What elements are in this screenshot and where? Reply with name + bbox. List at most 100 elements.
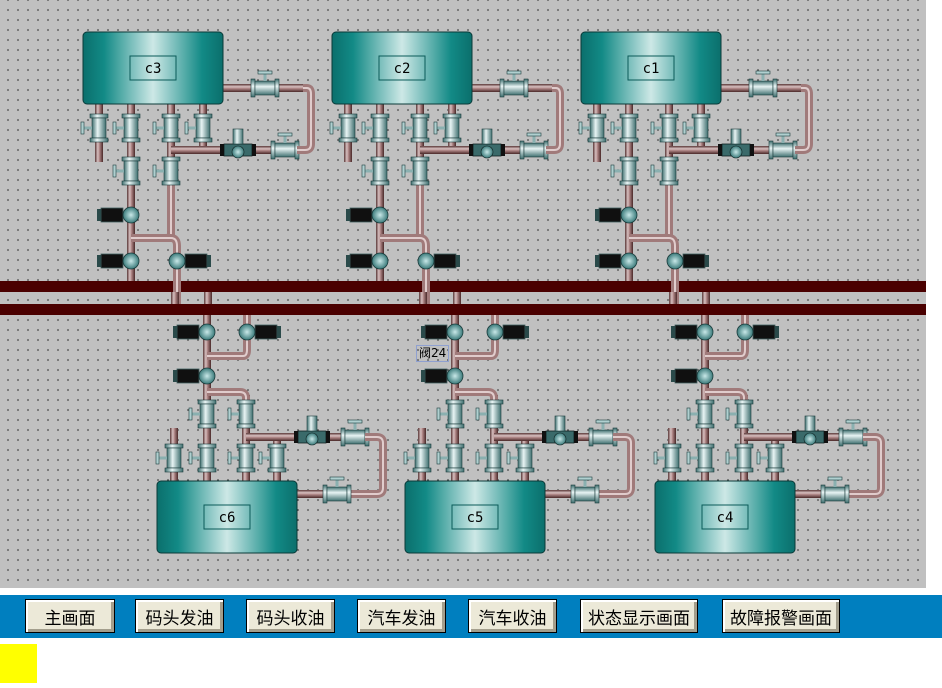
pipe-elbow-highlight	[297, 87, 312, 151]
hand-valve[interactable]	[499, 70, 529, 98]
tank-label: c1	[643, 61, 660, 77]
valve-stem	[407, 456, 415, 460]
hand-valve[interactable]	[361, 113, 390, 143]
hand-valve[interactable]	[686, 399, 715, 429]
hand-valve[interactable]	[725, 443, 754, 473]
hand-valve[interactable]	[361, 156, 390, 186]
pump[interactable]	[718, 128, 754, 159]
nav-button-fault-alarm[interactable]: 故障报警画面	[722, 599, 840, 633]
hand-valve[interactable]	[588, 419, 618, 447]
motor-valve[interactable]	[671, 323, 714, 341]
motor-valve[interactable]	[417, 252, 460, 270]
hand-valve[interactable]	[436, 443, 465, 473]
hand-valve[interactable]	[258, 443, 287, 473]
motor-valve[interactable]	[736, 323, 779, 341]
hand-valve[interactable]	[227, 443, 256, 473]
hand-valve[interactable]	[650, 156, 679, 186]
hand-valve[interactable]	[270, 132, 300, 160]
hand-valve[interactable]	[838, 419, 868, 447]
pipe-segment	[451, 315, 459, 481]
motor-valve[interactable]	[97, 252, 140, 270]
motor-valve[interactable]	[666, 252, 709, 270]
pump[interactable]	[220, 128, 256, 159]
valve-handwheel	[755, 70, 771, 75]
hand-valve[interactable]	[433, 113, 462, 143]
hand-valve[interactable]	[322, 476, 352, 504]
tank-c5[interactable]: c5	[404, 480, 546, 554]
hand-valve[interactable]	[570, 476, 600, 504]
motor-valve[interactable]	[486, 323, 529, 341]
hand-valve[interactable]	[152, 113, 181, 143]
pump[interactable]	[792, 415, 828, 446]
hand-valve[interactable]	[329, 113, 358, 143]
motor-valve[interactable]	[238, 323, 281, 341]
hand-valve[interactable]	[475, 443, 504, 473]
hand-valve[interactable]	[650, 113, 679, 143]
tank-c1[interactable]: c1	[580, 31, 722, 105]
valve-handwheel	[80, 121, 85, 135]
motor-valve[interactable]	[173, 367, 216, 385]
motor-valve[interactable]	[97, 206, 140, 224]
motor-valve[interactable]	[671, 367, 714, 385]
hand-valve[interactable]	[519, 132, 549, 160]
valve-stem	[760, 456, 768, 460]
hand-valve[interactable]	[340, 419, 370, 447]
tank-c4[interactable]: c4	[654, 480, 796, 554]
motor-valve[interactable]	[595, 252, 638, 270]
tank-group-bottom-2: c4	[653, 292, 885, 554]
hand-valve[interactable]	[725, 399, 754, 429]
hand-valve[interactable]	[188, 443, 217, 473]
hand-valve[interactable]	[152, 156, 181, 186]
hand-valve[interactable]	[610, 113, 639, 143]
hand-valve[interactable]	[227, 399, 256, 429]
pipe-segment	[669, 292, 677, 304]
hand-valve[interactable]	[112, 156, 141, 186]
motor-valve[interactable]	[421, 323, 464, 341]
hand-valve[interactable]	[401, 113, 430, 143]
hand-valve[interactable]	[112, 113, 141, 143]
hand-valve[interactable]	[578, 113, 607, 143]
hand-valve[interactable]	[436, 399, 465, 429]
pump[interactable]	[469, 128, 505, 159]
hand-valve[interactable]	[403, 443, 432, 473]
valve-handwheel	[682, 121, 687, 135]
hand-valve[interactable]	[401, 156, 430, 186]
motor-valve[interactable]	[168, 252, 211, 270]
tank-c3[interactable]: c3	[82, 31, 224, 105]
hand-valve[interactable]	[188, 399, 217, 429]
nav-button-dock-dispatch[interactable]: 码头发油	[135, 599, 224, 633]
motor-valve[interactable]	[421, 367, 464, 385]
valve-ball	[486, 323, 504, 341]
hand-valve[interactable]	[653, 443, 682, 473]
nav-button-truck-receive[interactable]: 汽车收油	[468, 599, 557, 633]
pump[interactable]	[542, 415, 578, 446]
nav-button-main[interactable]: 主画面	[25, 599, 115, 633]
hand-valve[interactable]	[184, 113, 213, 143]
hand-valve[interactable]	[250, 70, 280, 98]
hand-valve[interactable]	[682, 113, 711, 143]
nav-button-dock-receive[interactable]: 码头收油	[246, 599, 335, 633]
valve-handwheel	[152, 121, 157, 135]
hand-valve[interactable]	[475, 399, 504, 429]
nav-button-status-display[interactable]: 状态显示画面	[580, 599, 698, 633]
tank-body	[82, 31, 224, 105]
hand-valve[interactable]	[756, 443, 785, 473]
tank-group-top-0: c3	[80, 31, 315, 304]
hand-valve[interactable]	[80, 113, 109, 143]
hand-valve[interactable]	[820, 476, 850, 504]
pipe-segment	[204, 292, 212, 304]
hand-valve[interactable]	[768, 132, 798, 160]
hand-valve[interactable]	[610, 156, 639, 186]
motor-valve[interactable]	[346, 206, 389, 224]
motor-valve[interactable]	[346, 252, 389, 270]
hand-valve[interactable]	[506, 443, 535, 473]
tank-c6[interactable]: c6	[156, 480, 298, 554]
motor-valve[interactable]	[173, 323, 216, 341]
nav-button-truck-dispatch[interactable]: 汽车发油	[357, 599, 446, 633]
hand-valve[interactable]	[155, 443, 184, 473]
motor-valve[interactable]	[595, 206, 638, 224]
tank-c2[interactable]: c2	[331, 31, 473, 105]
hand-valve[interactable]	[748, 70, 778, 98]
pump[interactable]	[294, 415, 330, 446]
hand-valve[interactable]	[686, 443, 715, 473]
